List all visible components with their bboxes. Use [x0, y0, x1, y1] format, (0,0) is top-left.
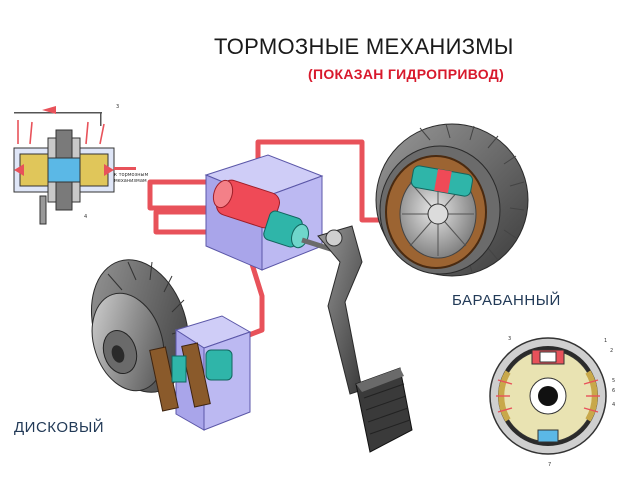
inset-cylinder-num-4: 4 [84, 214, 87, 220]
page-title: ТОРМОЗНЫЕ МЕХАНИЗМЫ [214, 34, 514, 59]
disc-brake [90, 259, 252, 431]
master-cylinder [204, 154, 341, 271]
inset-drum-num-3: 3 [508, 336, 511, 342]
inset-drum-num-7: 7 [548, 462, 551, 468]
drum-brake-label: БАРАБАННЫЙ [452, 292, 561, 309]
inset-drum-num-5: 5 [612, 378, 615, 384]
inset-drum-num-1: 1 [604, 338, 607, 344]
drum-schematic-inset: 3 1 2 5 6 4 7 [489, 336, 615, 468]
inset-cylinder-note: к тормозным механизмам [114, 172, 150, 184]
drum-brake [375, 123, 529, 277]
inset-cylinder-num-3: 3 [116, 104, 119, 110]
page-subtitle: (ПОКАЗАН ГИДРОПРИВОД) [308, 66, 505, 82]
brake-pedal [317, 225, 413, 453]
wheel-cylinder-inset: 3 4 к тормозным механизмам [13, 104, 150, 225]
disc-brake-label: ДИСКОВЫЙ [14, 419, 105, 436]
inset-drum-num-2: 2 [610, 348, 613, 354]
inset-drum-num-6: 6 [612, 388, 615, 394]
inset-drum-num-4: 4 [612, 402, 615, 408]
